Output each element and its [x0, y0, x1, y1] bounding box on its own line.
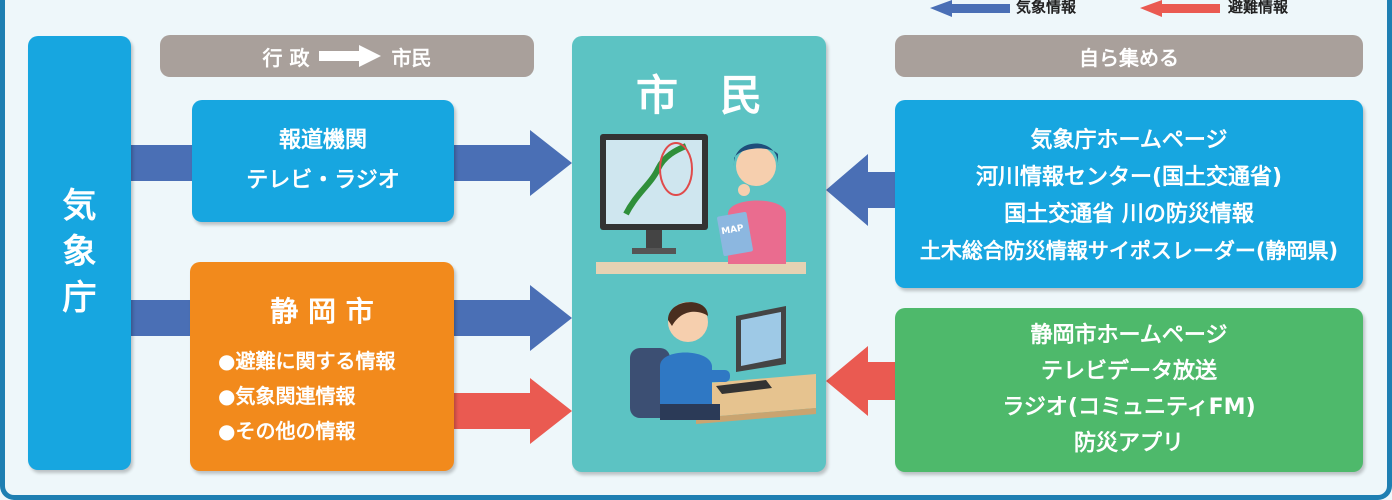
jma-char-2: 象	[62, 231, 97, 272]
arrow-citysrc-to-citizen	[826, 346, 900, 416]
web-sources-box: 気象庁ホームページ 河川情報センター(国土交通省) 国土交通省 川の防災情報 土…	[895, 100, 1363, 288]
city-item-3: ●その他の情報	[218, 419, 356, 443]
arrow-jma-to-media	[130, 145, 194, 181]
header-self-collect: 自ら集める	[895, 35, 1363, 77]
map-clipboard-label: MAP	[721, 223, 745, 237]
web-source-1: 気象庁ホームページ	[1030, 128, 1228, 153]
arrow-jma-to-city	[130, 300, 192, 336]
evac-legend-arrow	[1140, 0, 1220, 17]
jma-char-3: 庁	[62, 277, 97, 318]
city-item-1: ●避難に関する情報	[218, 349, 396, 373]
arrow-web-to-citizen	[826, 154, 900, 226]
city-source-3: ラジオ(コミュニティFM)	[1002, 395, 1256, 420]
media-box: 報道機関 テレビ・ラジオ	[192, 100, 454, 222]
header-from-label: 行 政	[262, 45, 310, 70]
city-sources-box: 静岡市ホームページ テレビデータ放送 ラジオ(コミュニティFM) 防災アプリ	[895, 308, 1363, 472]
header-right-arrow-icon	[319, 45, 382, 67]
woman-viewing-map-illustration: MAP	[596, 134, 806, 274]
header-to-label: 市民	[391, 45, 432, 70]
media-line-1: 報道機関	[278, 128, 367, 153]
media-line-2: テレビ・ラジオ	[246, 168, 400, 193]
shizuoka-city-box: 静 岡 市 ●避難に関する情報 ●気象関連情報 ●その他の情報	[190, 262, 454, 471]
city-source-4: 防災アプリ	[1073, 431, 1184, 456]
weather-legend-arrow	[930, 0, 1010, 17]
city-title: 静 岡 市	[270, 295, 374, 328]
web-source-4: 土木総合防災情報サイポスレーダー(静岡県)	[919, 239, 1339, 263]
city-source-2: テレビデータ放送	[1040, 359, 1217, 384]
web-source-2: 河川情報センター(国土交通省)	[975, 165, 1283, 190]
citizen-box: 市 民 MAP	[572, 36, 826, 472]
header-self-collect-label: 自ら集める	[1079, 45, 1179, 70]
arrow-city-weather-to-citizen	[454, 285, 572, 351]
citizen-title: 市 民	[635, 71, 762, 120]
jma-char-1: 気	[62, 186, 97, 226]
arrow-city-evac-to-citizen	[454, 378, 572, 444]
arrow-media-to-citizen	[454, 130, 572, 196]
city-source-1: 静岡市ホームページ	[1030, 323, 1228, 348]
web-source-3: 国土交通省 川の防災情報	[1004, 202, 1254, 227]
header-admin-to-citizen: 行 政 市民	[160, 35, 534, 77]
evac-legend-label: 避難情報	[1228, 0, 1289, 16]
man-at-computer-illustration	[630, 302, 816, 424]
city-item-2: ●気象関連情報	[218, 384, 356, 408]
weather-legend-label: 気象情報	[1016, 0, 1077, 16]
jma-box: 気 象 庁	[28, 36, 131, 470]
